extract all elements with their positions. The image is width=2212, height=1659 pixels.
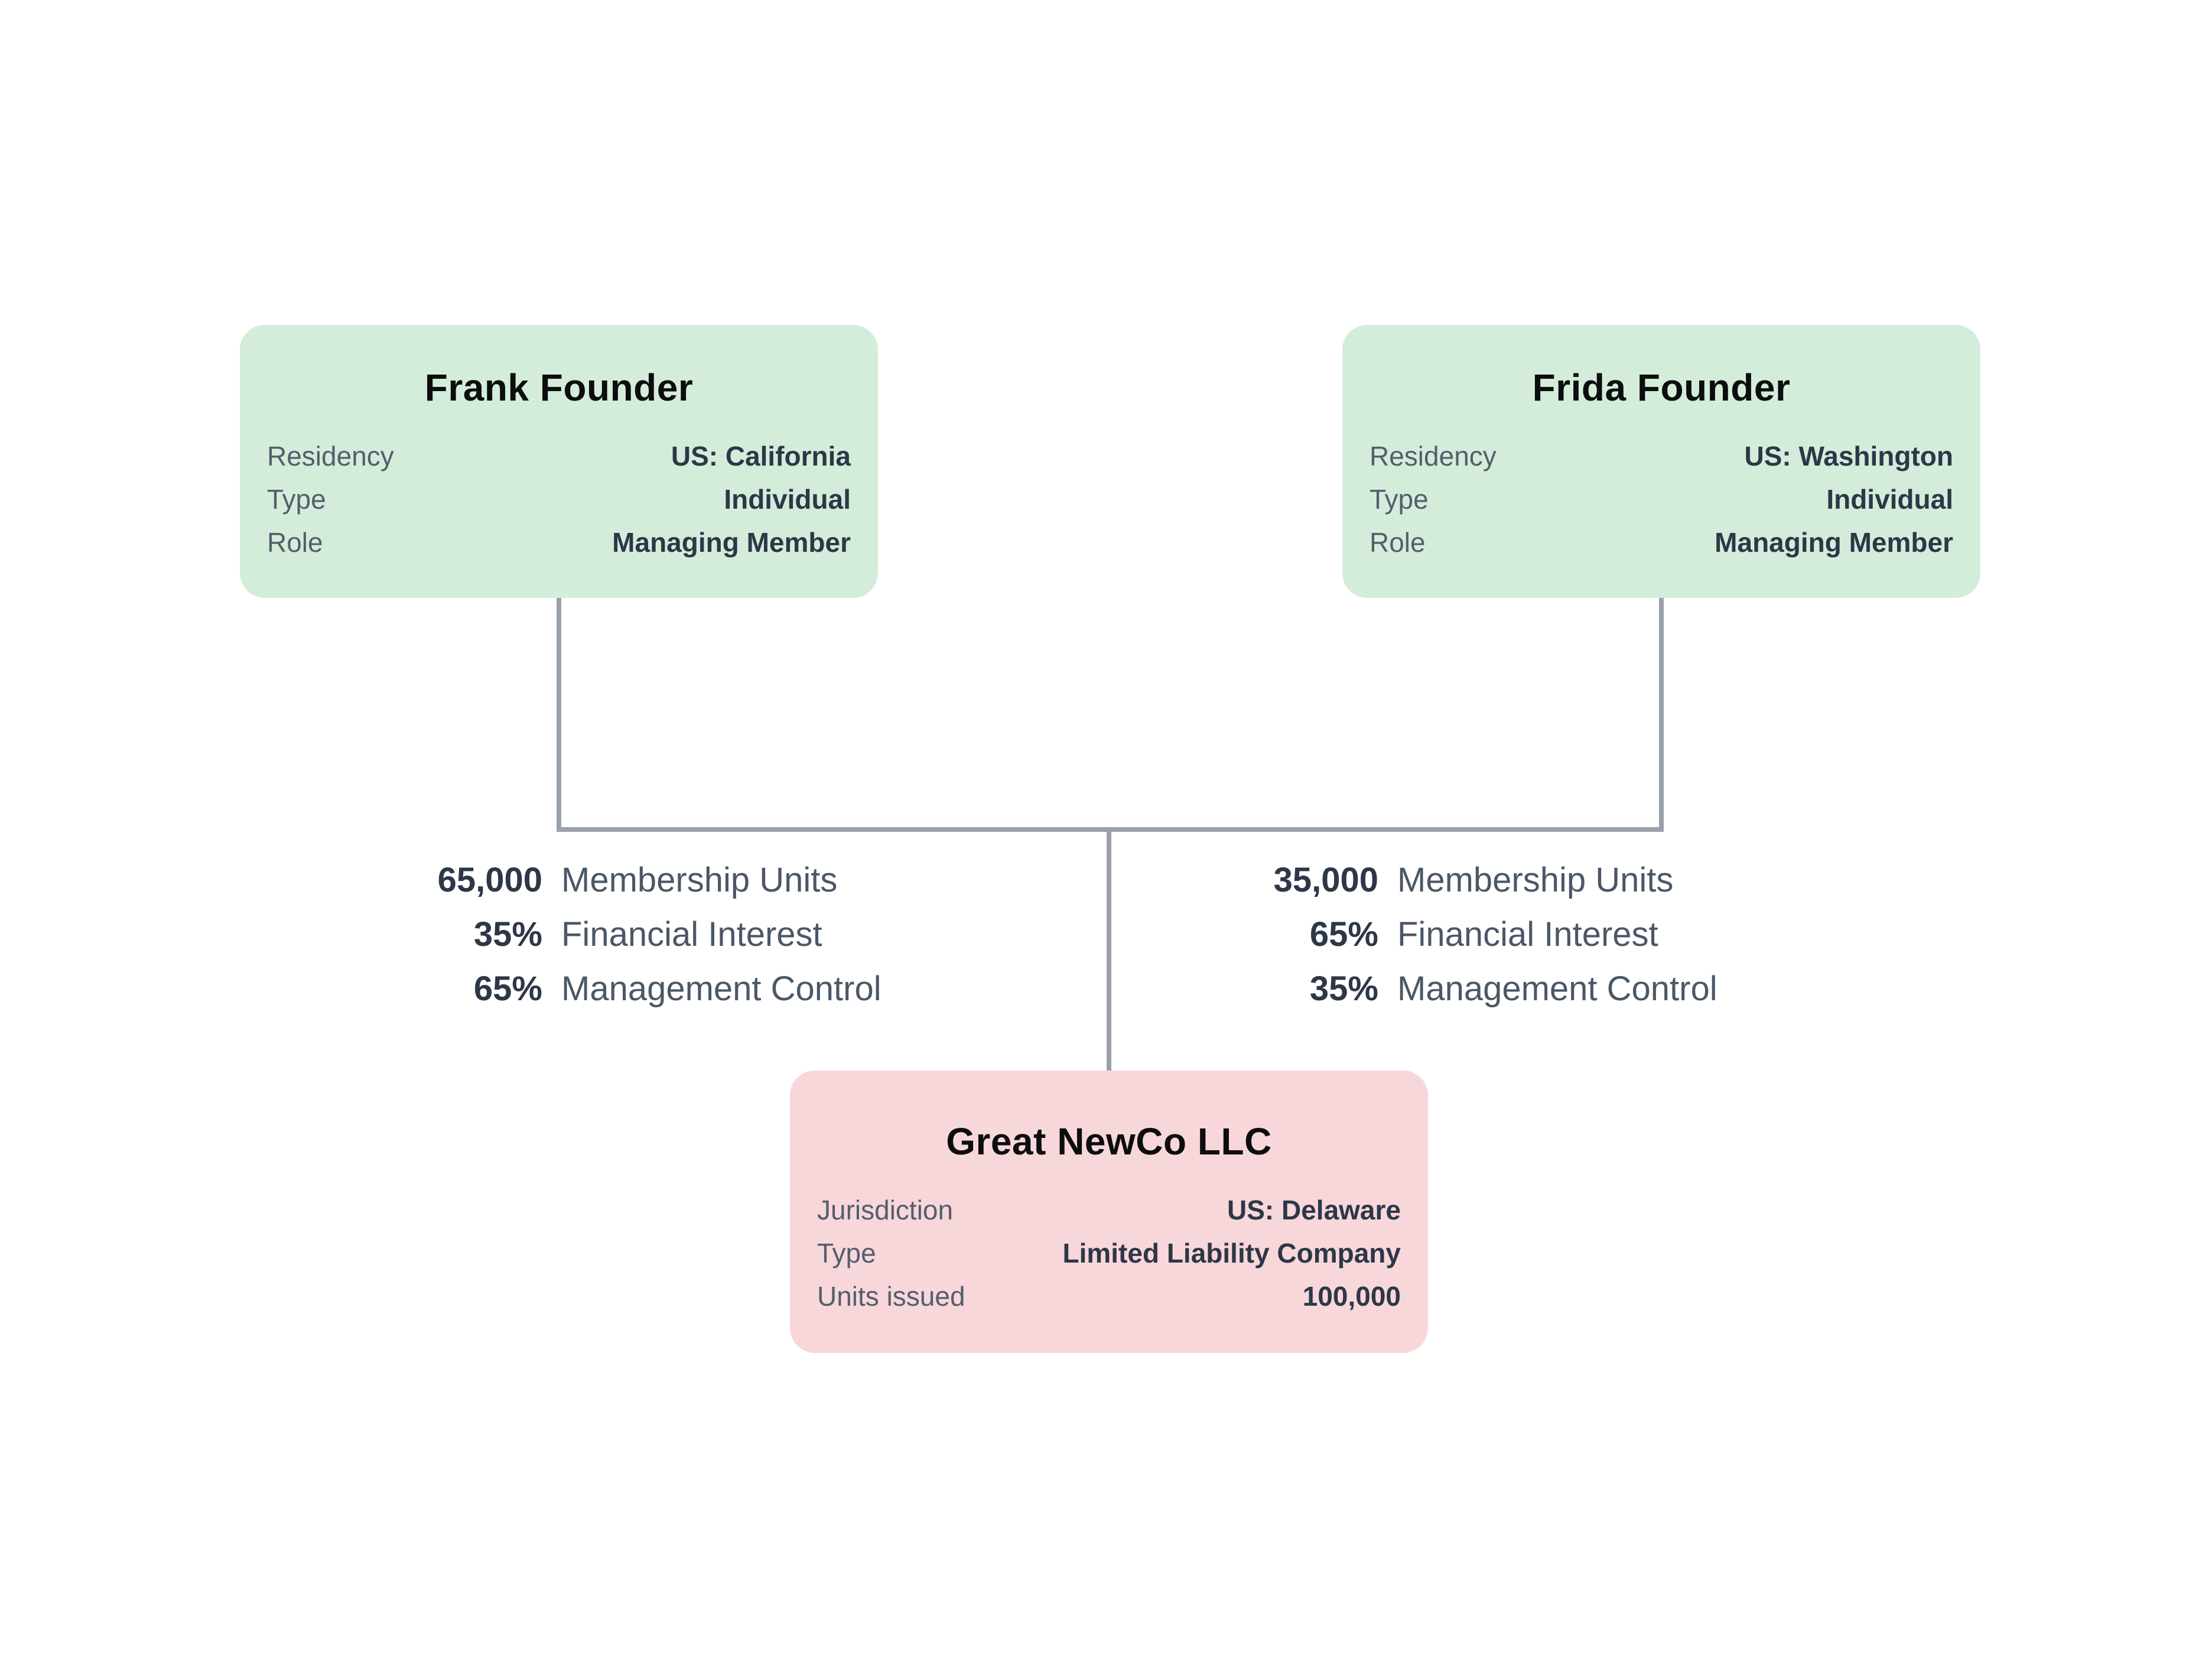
row-value: US: California <box>671 441 851 471</box>
row-value: Managing Member <box>1715 527 1953 558</box>
edge-labels-frank-to-newco: 65,000 Membership Units 35% Financial In… <box>365 853 881 1016</box>
row-value: Limited Liability Company <box>1062 1238 1401 1268</box>
edge-label: Membership Units <box>1397 861 1674 899</box>
node-row-role: Role Managing Member <box>1370 521 1953 564</box>
node-row-units-issued: Units issued 100,000 <box>817 1275 1401 1318</box>
row-label: Role <box>1370 527 1426 558</box>
edge-labels-frida-to-newco: 35,000 Membership Units 65% Financial In… <box>1201 853 1717 1016</box>
node-title: Frank Founder <box>424 366 694 409</box>
edge-row-membership-units: 35,000 Membership Units <box>1201 853 1717 907</box>
node-row-residency: Residency US: Washington <box>1370 435 1953 478</box>
edge-value: 65% <box>473 970 542 1008</box>
edge-row-financial-interest: 65% Financial Interest <box>1201 907 1717 962</box>
node-row-jurisdiction: Jurisdiction US: Delaware <box>817 1189 1401 1232</box>
row-label: Type <box>817 1238 876 1268</box>
edge-value: 65,000 <box>437 861 542 899</box>
node-row-role: Role Managing Member <box>267 521 851 564</box>
edge-label: Management Control <box>561 970 881 1008</box>
connector-frida-drop-line <box>1659 597 1664 830</box>
edge-label: Financial Interest <box>1397 915 1658 954</box>
connector-newco-drop-line <box>1107 827 1111 1072</box>
node-rows: Residency US: California Type Individual… <box>267 435 851 564</box>
row-value: US: Washington <box>1744 441 1953 471</box>
node-row-type: Type Individual <box>1370 478 1953 521</box>
row-value: 100,000 <box>1302 1281 1401 1312</box>
row-label: Role <box>267 527 323 558</box>
edge-label: Management Control <box>1397 970 1717 1008</box>
connector-frank-drop-line <box>557 597 561 830</box>
node-rows: Residency US: Washington Type Individual… <box>1370 435 1953 564</box>
row-label: Jurisdiction <box>817 1195 954 1225</box>
node-rows: Jurisdiction US: Delaware Type Limited L… <box>817 1189 1401 1318</box>
node-row-residency: Residency US: California <box>267 435 851 478</box>
node-title: Great NewCo LLC <box>946 1120 1272 1163</box>
edge-row-management-control: 35% Management Control <box>1201 962 1717 1016</box>
row-value: US: Delaware <box>1227 1195 1401 1225</box>
edge-value: 35,000 <box>1273 861 1378 899</box>
edge-row-management-control: 65% Management Control <box>365 962 881 1016</box>
edge-value: 35% <box>1309 970 1378 1008</box>
node-great-newco-llc[interactable]: Great NewCo LLC Jurisdiction US: Delawar… <box>790 1071 1428 1353</box>
edge-label: Financial Interest <box>561 915 822 954</box>
edge-row-financial-interest: 35% Financial Interest <box>365 907 881 962</box>
row-label: Type <box>1370 484 1429 515</box>
node-title: Frida Founder <box>1532 366 1791 409</box>
row-value: Individual <box>724 484 851 515</box>
row-label: Type <box>267 484 326 515</box>
node-frank-founder[interactable]: Frank Founder Residency US: California T… <box>240 325 878 598</box>
node-frida-founder[interactable]: Frida Founder Residency US: Washington T… <box>1342 325 1980 598</box>
row-value: Individual <box>1826 484 1953 515</box>
edge-label: Membership Units <box>561 861 838 899</box>
edge-value: 65% <box>1309 915 1378 954</box>
edge-value: 35% <box>473 915 542 954</box>
node-row-type: Type Individual <box>267 478 851 521</box>
row-label: Residency <box>1370 441 1497 471</box>
row-value: Managing Member <box>612 527 851 558</box>
row-label: Residency <box>267 441 394 471</box>
node-row-type: Type Limited Liability Company <box>817 1232 1401 1275</box>
edge-row-membership-units: 65,000 Membership Units <box>365 853 881 907</box>
row-label: Units issued <box>817 1281 965 1312</box>
